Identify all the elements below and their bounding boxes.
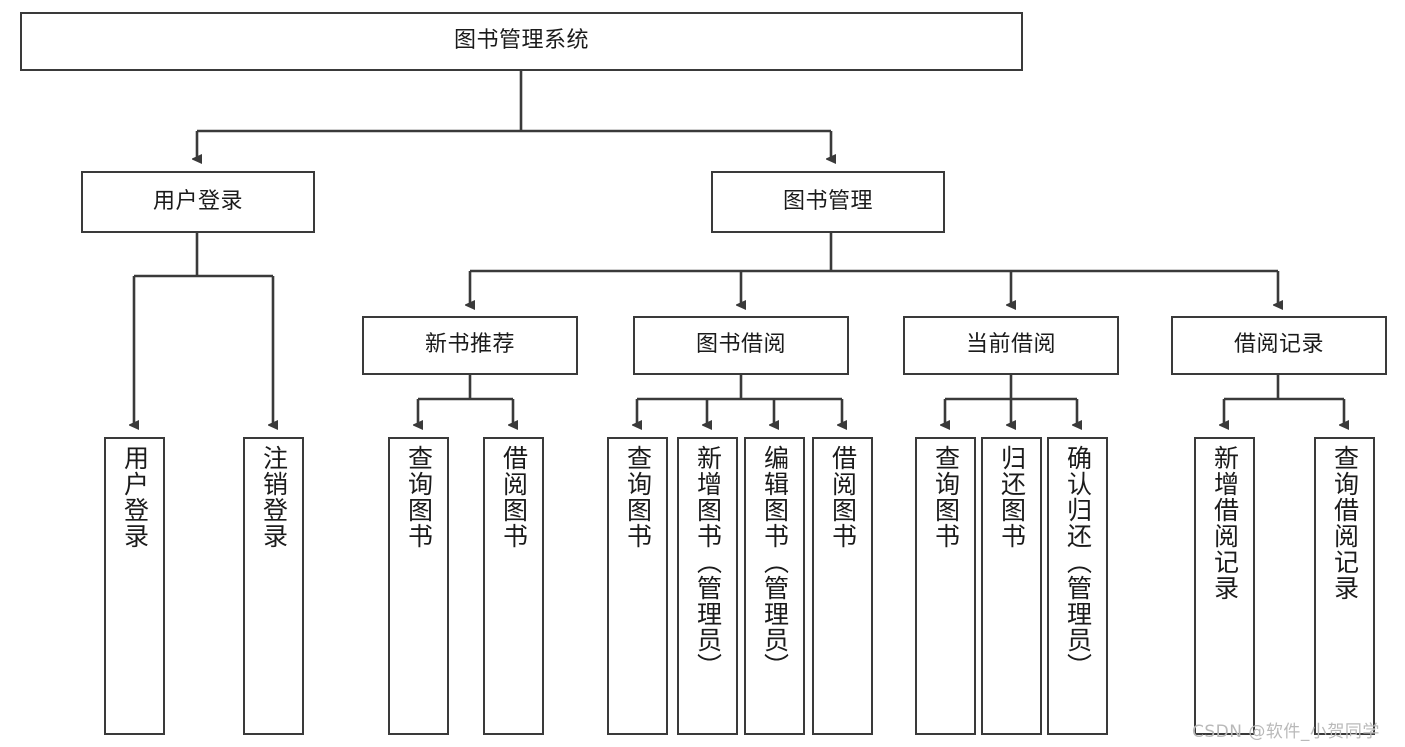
leaf-nb-query-book-label: 查询图书: [404, 445, 434, 549]
leaf-nb-borrow-book-label: 借阅图书: [499, 445, 529, 549]
node-user-login-label: 用户登录: [152, 188, 243, 214]
node-root[interactable]: 图书管理系统: [20, 12, 1023, 71]
leaf-bb-query-book-label: 查询图书: [623, 445, 653, 549]
leaf-bb-borrow-book-label: 借阅图书: [828, 445, 858, 549]
leaf-cb-query-book-label: 查询图书: [931, 445, 961, 549]
node-borrow-records-label: 借阅记录: [1233, 332, 1324, 358]
leaf-bb-edit-book-admin[interactable]: 编辑图书（管理员）: [744, 437, 805, 735]
leaf-nb-query-book[interactable]: 查询图书: [388, 437, 449, 735]
leaf-bb-query-book[interactable]: 查询图书: [607, 437, 668, 735]
node-current-borrow-label: 当前借阅: [965, 332, 1056, 358]
leaf-logout[interactable]: 注销登录: [243, 437, 304, 735]
node-book-borrow-label: 图书借阅: [695, 332, 786, 358]
node-borrow-records[interactable]: 借阅记录: [1171, 316, 1387, 375]
node-book-borrow[interactable]: 图书借阅: [633, 316, 849, 375]
leaf-cb-confirm-return-admin-label: 确认归还（管理员）: [1063, 445, 1093, 679]
leaf-bb-add-book-admin[interactable]: 新增图书（管理员）: [677, 437, 738, 735]
leaf-user-login[interactable]: 用户登录: [104, 437, 165, 735]
leaf-cb-return-book-label: 归还图书: [997, 445, 1027, 549]
node-new-book-recommend[interactable]: 新书推荐: [362, 316, 578, 375]
node-root-label: 图书管理系统: [453, 28, 589, 54]
node-book-management[interactable]: 图书管理: [711, 171, 945, 233]
leaf-bb-edit-book-admin-label: 编辑图书（管理员）: [760, 445, 790, 679]
node-current-borrow[interactable]: 当前借阅: [903, 316, 1119, 375]
leaf-bb-borrow-book[interactable]: 借阅图书: [812, 437, 873, 735]
leaf-br-add-record-label: 新增借阅记录: [1210, 445, 1240, 601]
leaf-cb-query-book[interactable]: 查询图书: [915, 437, 976, 735]
leaf-cb-return-book[interactable]: 归还图书: [981, 437, 1042, 735]
leaf-logout-label: 注销登录: [259, 445, 289, 549]
leaf-bb-add-book-admin-label: 新增图书（管理员）: [693, 445, 723, 679]
leaf-br-query-record-label: 查询借阅记录: [1330, 445, 1360, 601]
leaf-cb-confirm-return-admin[interactable]: 确认归还（管理员）: [1047, 437, 1108, 735]
node-user-login[interactable]: 用户登录: [81, 171, 315, 233]
csdn-watermark: CSDN @软件_小贺同学: [1192, 722, 1380, 742]
leaf-br-query-record[interactable]: 查询借阅记录: [1314, 437, 1375, 735]
node-book-management-label: 图书管理: [782, 188, 873, 214]
leaf-user-login-label: 用户登录: [120, 445, 150, 549]
node-new-book-recommend-label: 新书推荐: [424, 332, 515, 358]
leaf-br-add-record[interactable]: 新增借阅记录: [1194, 437, 1255, 735]
leaf-nb-borrow-book[interactable]: 借阅图书: [483, 437, 544, 735]
